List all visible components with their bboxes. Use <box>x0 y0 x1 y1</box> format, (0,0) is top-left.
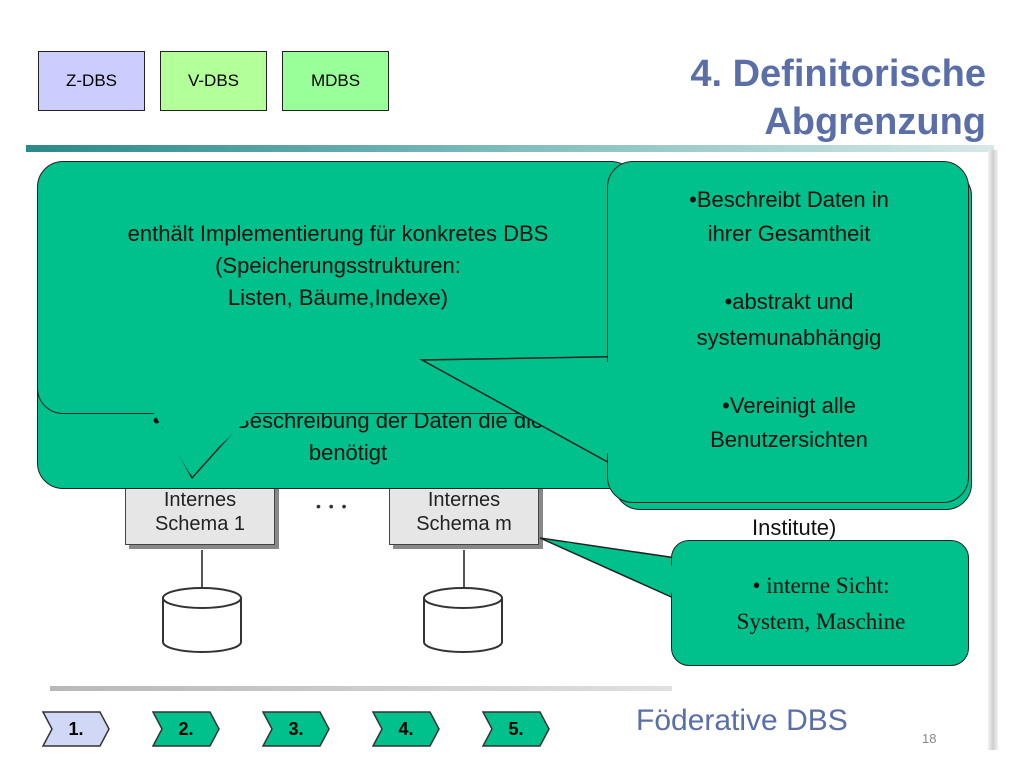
database-cylinder-1 <box>162 587 242 653</box>
schema-1-line-1: Internes <box>163 489 237 511</box>
bubble-conceptual: •Beschreibt Daten in ihrer Gesamtheit •a… <box>607 161 969 503</box>
step-4-label: 4. <box>398 719 414 739</box>
footer-title: Föderative DBS <box>636 704 848 737</box>
schema-1-line-2: Schema 1 <box>154 513 246 535</box>
step-5-label: 5. <box>508 719 524 739</box>
bubble-concept-line-1: •Beschreibt Daten in <box>689 187 889 212</box>
nav-mdbs[interactable]: MDBS <box>282 51 389 111</box>
connector-line-m <box>463 550 465 588</box>
background-text: Institute) <box>752 515 837 540</box>
page-title: 4. Definitorische Abgrenzung <box>566 50 986 146</box>
right-edge-bar <box>988 150 998 750</box>
nav-v-dbs[interactable]: V-DBS <box>160 51 267 111</box>
step-4-shape <box>372 711 440 747</box>
bubble-impl-line-1: enthält Implementierung für konkretes DB… <box>127 221 549 246</box>
step-3-button[interactable]: 3. <box>262 711 330 747</box>
step-1-button[interactable]: 1. <box>42 711 110 747</box>
step-4-button[interactable]: 4. <box>372 711 440 747</box>
bubble-impl-line-2: (Speicherungsstrukturen: <box>215 253 461 278</box>
connector-line-1 <box>201 550 203 588</box>
bubble-concept-line-4: systemunabhängig <box>696 325 882 350</box>
bubble-internal-line-2: System, Maschine <box>736 609 906 634</box>
step-2-label: 2. <box>178 719 194 739</box>
internal-schema-1-box: Internes Schema 1 <box>125 483 275 545</box>
page-number: 18 <box>922 731 937 746</box>
nav-v-dbs-label: V-DBS <box>187 71 240 90</box>
schema-m-line-1: Internes <box>427 489 501 511</box>
schema-m-line-2: Schema m <box>416 513 512 535</box>
title-line-2: Abgrenzung <box>764 101 986 143</box>
bubble-internal-view: • interne Sicht: System, Maschine <box>671 540 969 666</box>
step-5-button[interactable]: 5. <box>482 711 550 747</box>
bubble-impl-line-3: Listen, Bäume,Indexe) <box>227 285 449 310</box>
step-1-shape <box>42 711 110 747</box>
nav-z-dbs[interactable]: Z-DBS <box>38 51 145 111</box>
footer-divider <box>50 686 672 691</box>
bubble-back-line-2: benötigt <box>308 440 388 465</box>
database-cylinder-m <box>423 587 503 653</box>
step-1-label: 1. <box>68 719 84 739</box>
title-line-1: 4. Definitorische <box>690 53 986 95</box>
internal-schema-m-box: Internes Schema m <box>389 483 539 545</box>
bubble-concept-line-5: •Vereinigt alle <box>722 393 856 418</box>
nav-z-dbs-label: Z-DBS <box>66 71 117 90</box>
bubble-concept-line-2: ihrer Gesamtheit <box>707 221 871 246</box>
step-2-button[interactable]: 2. <box>152 711 220 747</box>
bubble-internal-line-1: • interne Sicht: <box>752 573 890 598</box>
step-3-label: 3. <box>288 719 304 739</box>
step-3-shape <box>262 711 330 747</box>
step-2-shape <box>152 711 220 747</box>
schema-ellipsis: • • • <box>316 498 349 514</box>
nav-mdbs-label: MDBS <box>310 71 361 90</box>
bubble-concept-line-6: Benutzersichten <box>710 427 868 452</box>
step-5-shape <box>482 711 550 747</box>
title-divider <box>26 145 994 152</box>
bubble-concept-line-3: •abstrakt und <box>724 289 854 314</box>
